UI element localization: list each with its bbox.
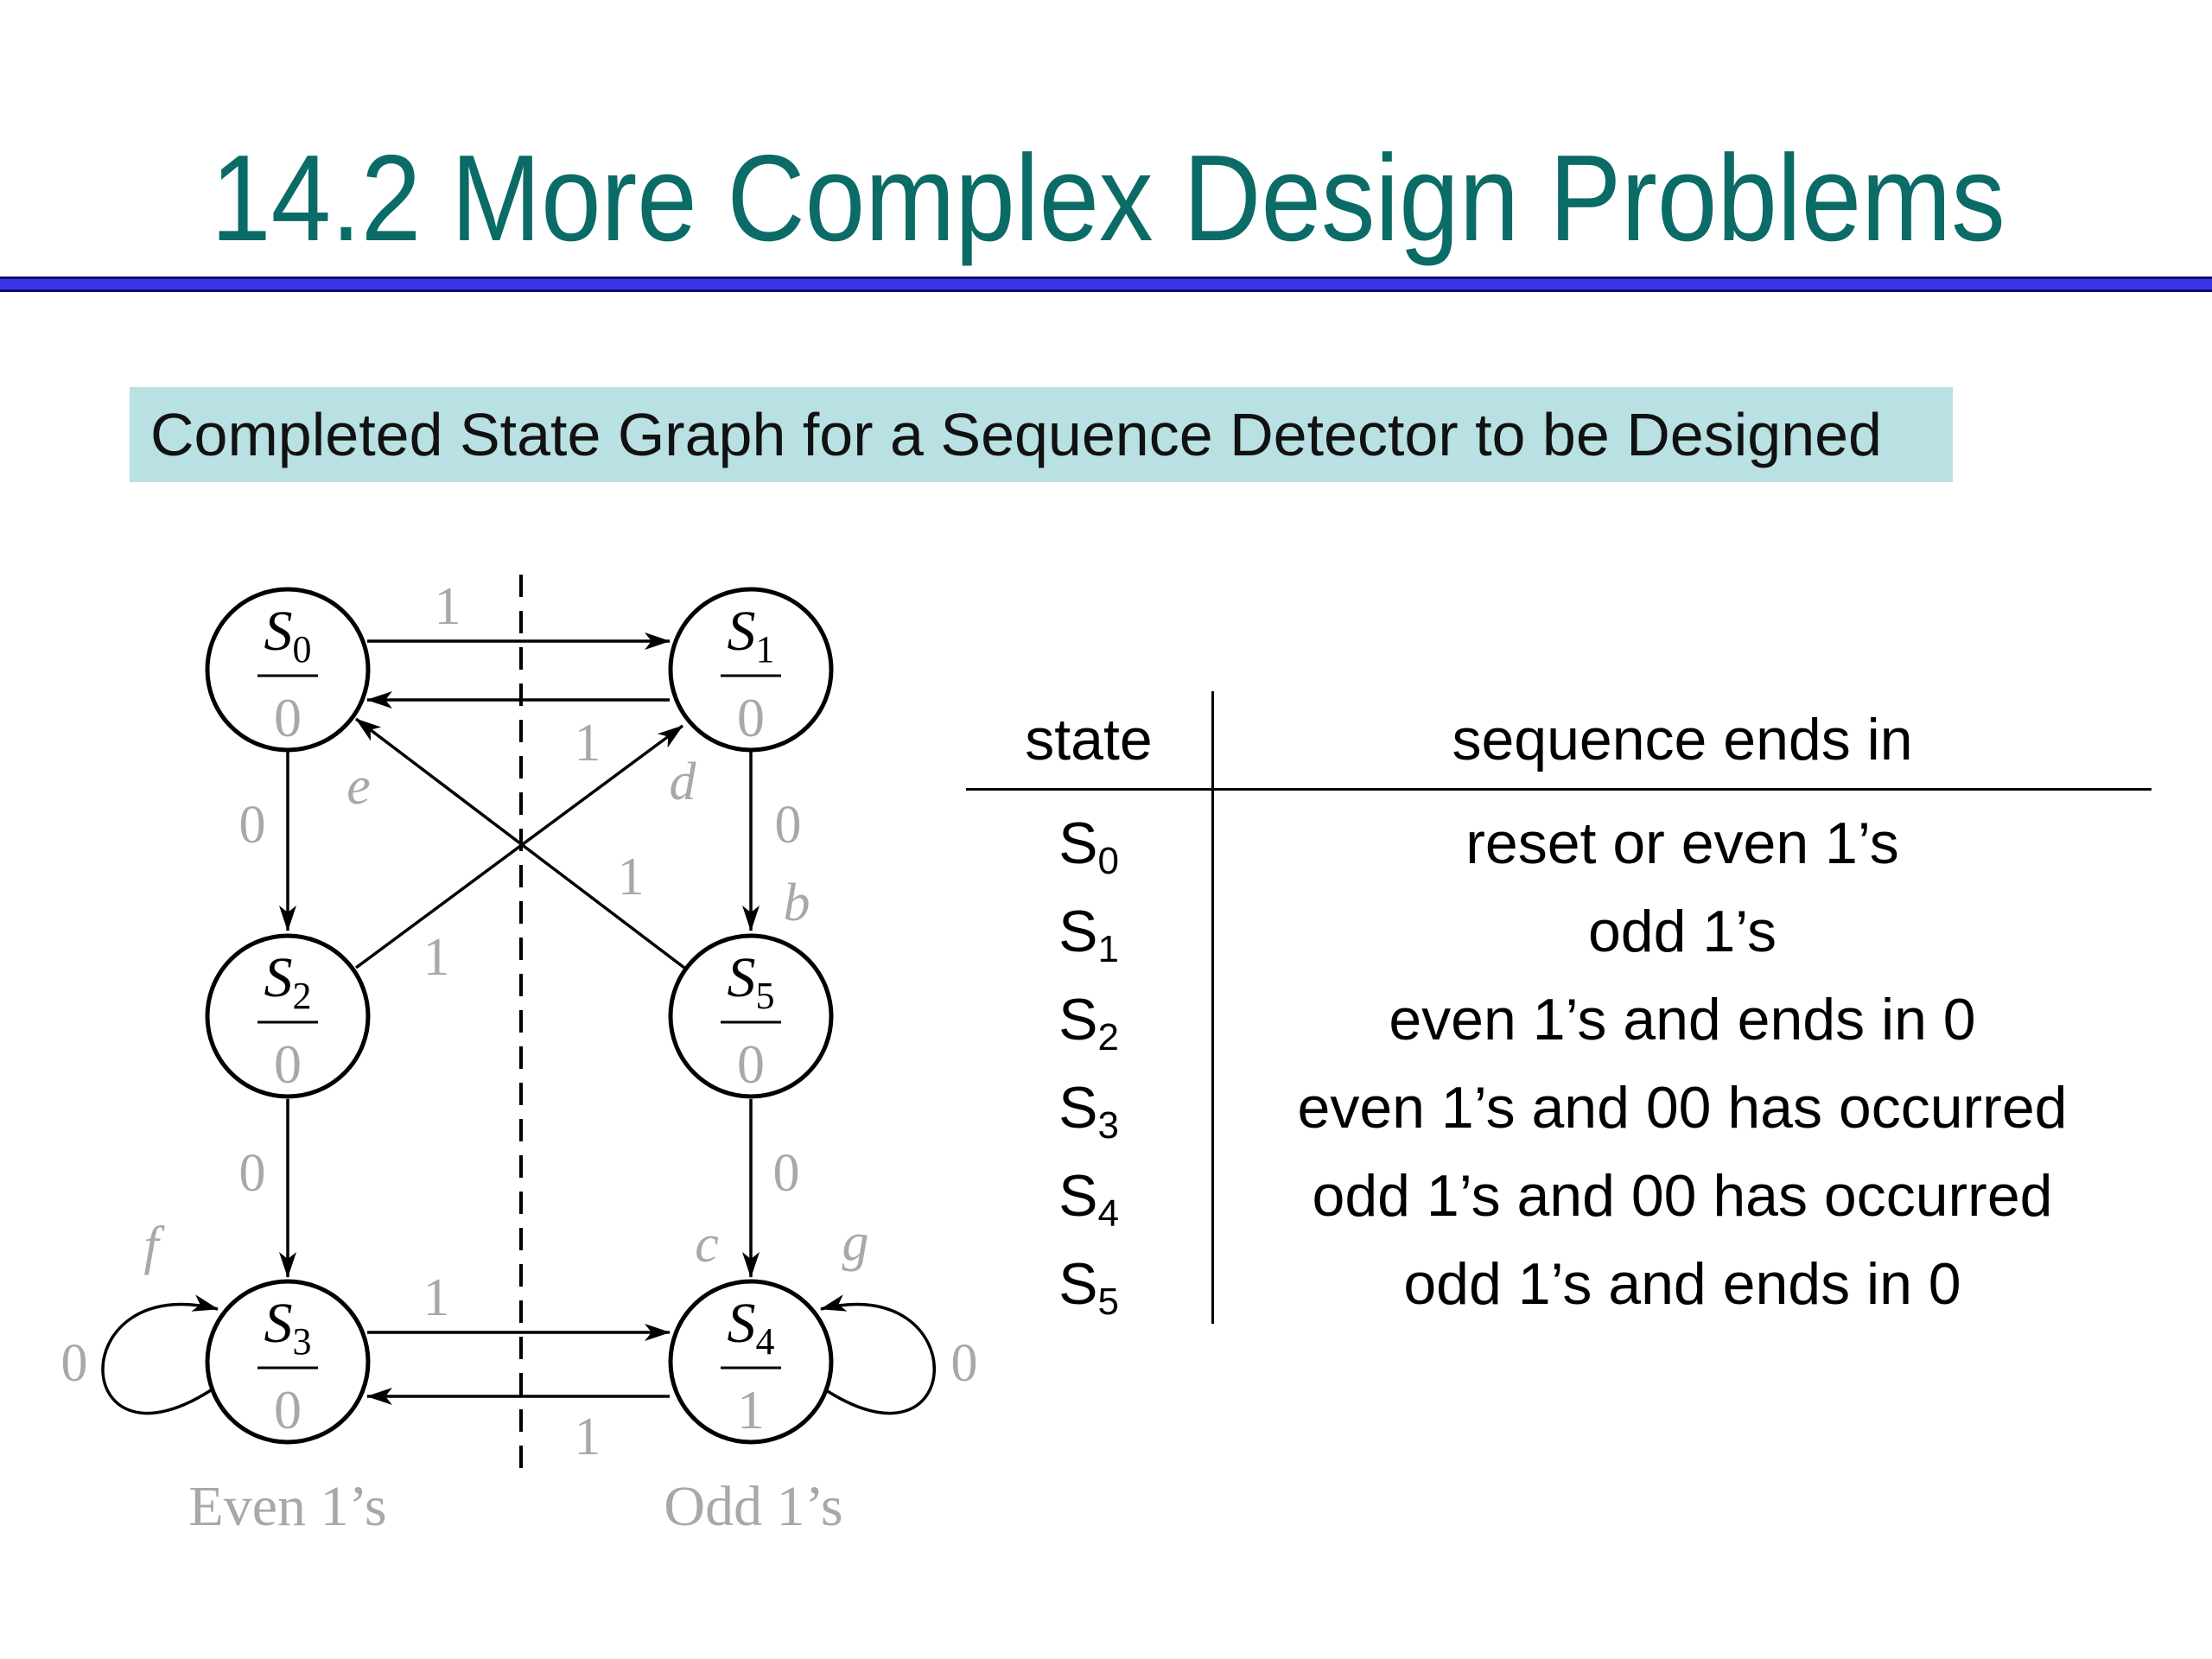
subtitle-box: Completed State Graph for a Sequence Det… xyxy=(130,387,1953,482)
slide-title: 14.2 More Complex Design Problems xyxy=(211,130,2005,267)
table-header-state: state xyxy=(1025,707,1153,772)
title-rule xyxy=(0,276,2212,292)
letter-d: d xyxy=(670,753,697,811)
svg-text:S3: S3 xyxy=(264,1292,312,1363)
table-row: S5 odd 1’s and ends in 0 xyxy=(966,1240,2152,1328)
edge-s5-s0 xyxy=(354,717,686,969)
letter-f: f xyxy=(143,1217,165,1275)
table-cell-desc: even 1’s and 00 has occurred xyxy=(1297,1075,2068,1141)
letter-b: b xyxy=(784,874,810,932)
state-s0: S0 0 xyxy=(205,587,371,753)
label-s2-s3: 0 xyxy=(239,1144,266,1203)
table-cell-state: S2 xyxy=(1058,987,1119,1058)
svg-text:1: 1 xyxy=(737,1379,765,1440)
table-header-desc: sequence ends in xyxy=(1452,707,1913,772)
label-s5-s4: 0 xyxy=(773,1144,800,1203)
table-cell-state: S3 xyxy=(1058,1075,1119,1147)
svg-text:0: 0 xyxy=(274,1379,302,1440)
state-table: state sequence ends in S0 reset or even … xyxy=(966,691,2152,1328)
label-s4-s3: 1 xyxy=(575,1408,601,1466)
table-cell-state: S0 xyxy=(1058,810,1119,882)
letter-e: e xyxy=(346,757,371,816)
table-cell-desc: odd 1’s xyxy=(1587,899,1777,964)
label-s3-loop: 0 xyxy=(61,1334,88,1393)
table-cell-desc: reset or even 1’s xyxy=(1465,810,1899,876)
table-row: S3 even 1’s and 00 has occurred xyxy=(966,1064,2152,1152)
edge-s4-loop xyxy=(820,1294,936,1415)
table-cell-desc: odd 1’s and ends in 0 xyxy=(1403,1251,1961,1317)
svg-text:0: 0 xyxy=(737,687,765,748)
svg-text:0: 0 xyxy=(737,1033,765,1095)
table-cell-desc: odd 1’s and 00 has occurred xyxy=(1312,1163,2053,1229)
group-label-even: Even 1’s xyxy=(188,1475,386,1538)
label-s0-s1: 1 xyxy=(435,577,461,636)
subtitle-text: Completed State Graph for a Sequence Det… xyxy=(150,401,1882,468)
state-s1: S1 0 xyxy=(668,587,834,753)
table-cell-state: S4 xyxy=(1058,1163,1119,1235)
letter-c: c xyxy=(695,1215,719,1274)
label-s5-s0: 1 xyxy=(618,848,645,906)
table-cell-state: S5 xyxy=(1058,1251,1119,1323)
table-row: S1 odd 1’s xyxy=(966,887,2152,976)
svg-text:S1: S1 xyxy=(728,600,775,671)
label-s4-loop: 0 xyxy=(951,1334,978,1393)
label-s3-s4: 1 xyxy=(423,1268,450,1327)
letter-g: g xyxy=(842,1213,869,1272)
label-s0-s2: 0 xyxy=(239,796,266,855)
svg-text:0: 0 xyxy=(274,687,302,748)
svg-text:S4: S4 xyxy=(728,1292,775,1363)
svg-text:S2: S2 xyxy=(264,946,312,1017)
label-s1-s5: 0 xyxy=(775,796,802,855)
table-row: S2 even 1’s and ends in 0 xyxy=(966,976,2152,1064)
edge-s2-s1 xyxy=(354,724,684,969)
table-cell-state: S1 xyxy=(1058,899,1119,970)
state-s4: S4 1 xyxy=(668,1279,834,1445)
group-label-odd: Odd 1’s xyxy=(664,1475,842,1538)
edge-s3-loop xyxy=(101,1294,219,1415)
label-s2-s1: 1 xyxy=(423,928,450,987)
table-row: S0 reset or even 1’s xyxy=(966,799,2152,887)
state-s5: S5 0 xyxy=(668,933,834,1099)
svg-text:S5: S5 xyxy=(728,946,775,1017)
state-s2: S2 0 xyxy=(205,933,371,1099)
table-row: S4 odd 1’s and 00 has occurred xyxy=(966,1152,2152,1240)
table-header: state sequence ends in xyxy=(966,691,2152,791)
label-s1-s0: 1 xyxy=(575,714,601,772)
svg-text:0: 0 xyxy=(274,1033,302,1095)
table-divider xyxy=(1211,691,1214,1324)
state-s3: S3 0 xyxy=(205,1279,371,1445)
table-cell-desc: even 1’s and ends in 0 xyxy=(1389,987,1976,1052)
svg-text:S0: S0 xyxy=(264,600,312,671)
